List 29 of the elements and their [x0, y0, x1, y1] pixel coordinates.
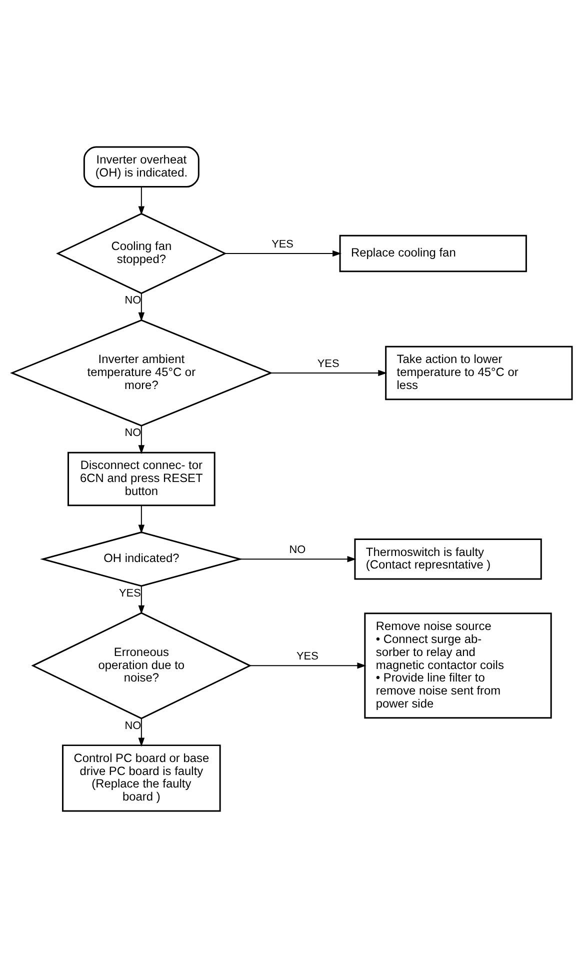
- edge-label: YES: [119, 587, 141, 600]
- arrow: [138, 292, 145, 321]
- arrow: [240, 556, 356, 562]
- node-box: Thermoswitch is faulty (Contact represntative ): [354, 538, 542, 580]
- arrow: [138, 504, 145, 534]
- node-box: Disconnect connec- tor 6CN and press RESET button: [68, 451, 216, 506]
- arrow: [270, 369, 388, 376]
- edge-label: YES: [272, 238, 294, 250]
- arrow: [138, 585, 145, 614]
- edge-label: NO: [289, 543, 306, 556]
- edge-label: YES: [296, 650, 318, 662]
- node-diamond: Inverter ambient temperature 45°C or more?: [10, 318, 273, 426]
- edge-label: YES: [317, 357, 340, 370]
- arrow: [250, 662, 366, 668]
- node-diamond: Cooling fan stopped?: [56, 212, 227, 294]
- edge-label: NO: [124, 426, 142, 438]
- node-diamond: Erroneous operation due to noise?: [31, 612, 252, 719]
- arrow: [138, 186, 145, 215]
- arrow: [138, 424, 145, 454]
- node-box: Control PC board or base drive PC board is faulty (Replace the faulty board ): [62, 744, 221, 812]
- arrow: [138, 718, 145, 746]
- node-diamond: OH indicated?: [40, 530, 243, 586]
- edge-label: NO: [124, 719, 142, 732]
- node-box: Replace cooling fan: [339, 234, 527, 272]
- arrow: [224, 250, 342, 256]
- node-box: Take action to lower temperature to 45°C or less: [385, 345, 573, 400]
- node-box: Remove noise source • Connect surge ab- sorber to relay and magnetic contactor coils • Provide line filter to remove noise sent from power side: [364, 612, 552, 718]
- node-box: Inverter overheat (OH) is indicated.: [83, 146, 200, 188]
- edge-label: NO: [124, 294, 142, 306]
